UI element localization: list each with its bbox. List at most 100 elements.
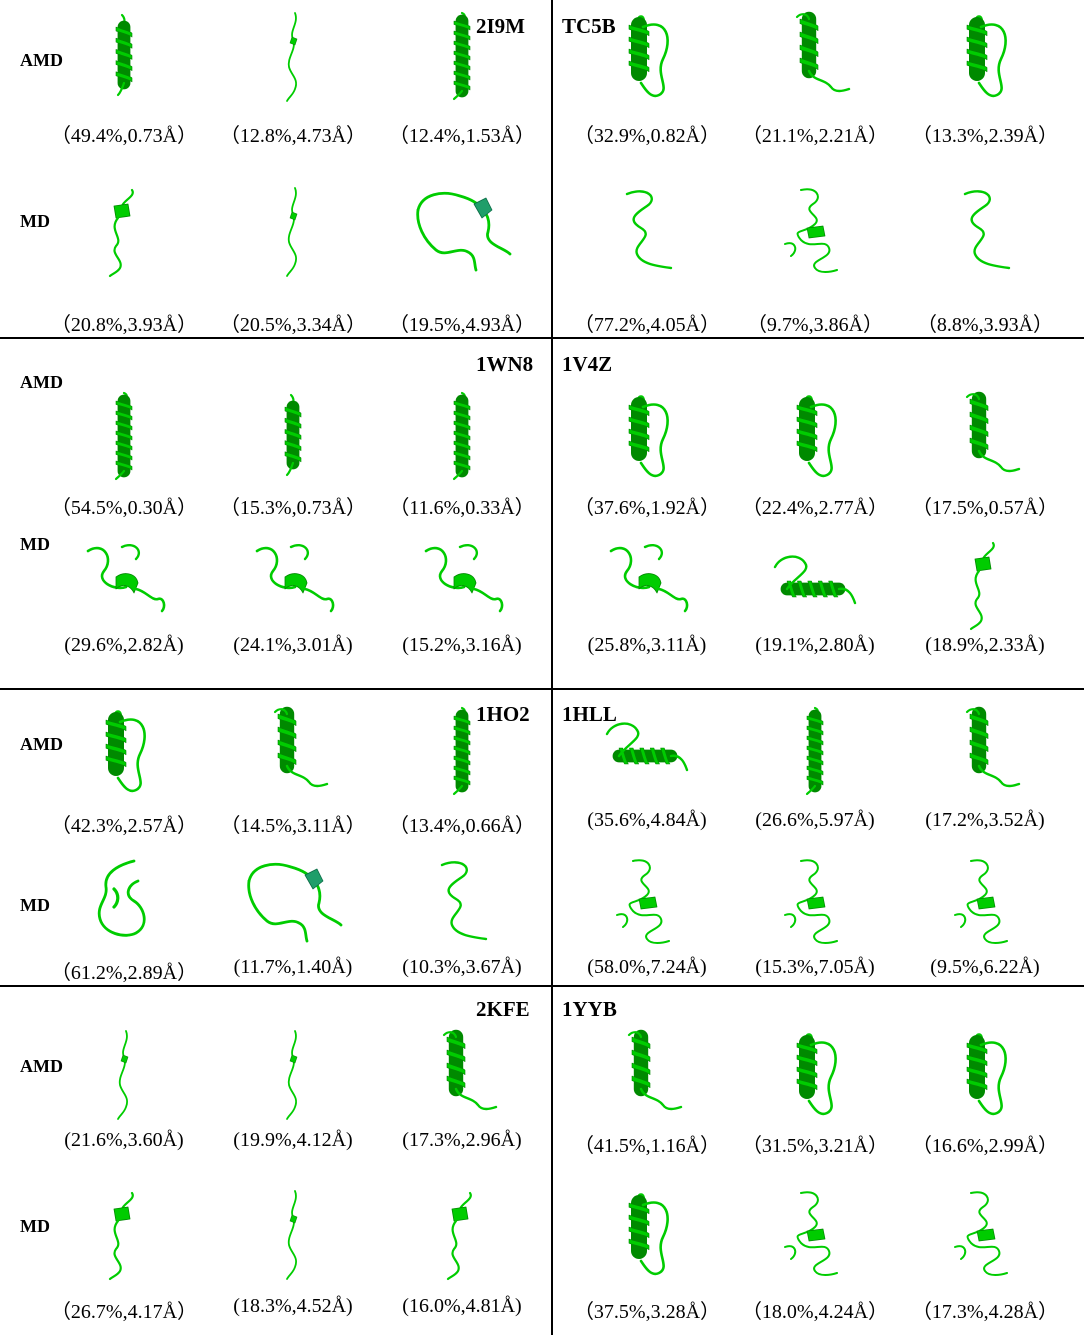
row-label-md: MD — [20, 895, 50, 915]
cluster-caption: (29.6%,2.82Å) — [64, 634, 184, 656]
cluster-caption: （20.8%,3.93Å） — [50, 314, 198, 336]
structure-coil — [440, 861, 488, 941]
panel-separator — [0, 337, 1084, 339]
structure-helix-tail — [965, 706, 1021, 788]
cluster-caption: （41.5%,1.16Å） — [573, 1135, 721, 1157]
row-label-md: MD — [20, 534, 50, 554]
structure-helix-long — [452, 391, 471, 481]
structure-coil-tangle — [784, 188, 838, 273]
structure-helix-coil — [628, 15, 669, 98]
cluster-caption: (9.5%,6.22Å) — [930, 956, 1040, 978]
structure-helix-coil — [966, 1033, 1007, 1116]
cluster-caption: （22.4%,2.77Å） — [741, 497, 889, 519]
cluster-caption: (18.3%,4.52Å) — [233, 1295, 353, 1317]
structure-coil-thin — [117, 1030, 129, 1120]
row-label-amd: AMD — [20, 1056, 63, 1076]
structure-helix — [284, 393, 302, 477]
column-separator — [551, 0, 553, 1335]
cluster-caption: （32.9%,0.82Å） — [573, 125, 721, 147]
panel-separator — [0, 688, 1084, 690]
cluster-caption: (16.0%,4.81Å) — [402, 1295, 522, 1317]
cluster-caption: (26.6%,5.97Å) — [755, 809, 875, 831]
cluster-caption: （13.3%,2.39Å） — [911, 125, 1059, 147]
cluster-caption: （21.1%,2.21Å） — [741, 125, 889, 147]
structure-loop-big — [416, 192, 512, 272]
structure-coil-tangle — [784, 1191, 838, 1276]
row-label-md: MD — [20, 1216, 50, 1236]
structure-loop — [97, 859, 146, 937]
protein-name-2kfe: 2KFE — [476, 997, 530, 1021]
structure-coil-thin — [286, 187, 298, 277]
cluster-caption: （42.3%,2.57Å） — [50, 815, 198, 837]
structure-coil-knot — [108, 1191, 134, 1281]
structure-coil-knot — [969, 541, 995, 631]
row-label-md: MD — [20, 211, 50, 231]
cluster-caption: （17.5%,0.57Å） — [911, 497, 1059, 519]
cluster-caption: （31.5%,3.21Å） — [741, 1135, 889, 1157]
cluster-caption: （13.4%,0.66Å） — [388, 815, 536, 837]
cluster-caption: （18.0%,4.24Å） — [741, 1301, 889, 1323]
cluster-caption: (25.8%,3.11Å) — [587, 634, 707, 656]
row-label-amd: AMD — [20, 734, 63, 754]
cluster-caption: （9.7%,3.86Å） — [746, 314, 884, 336]
cluster-caption: (19.1%,2.80Å) — [755, 634, 875, 656]
protein-name-1yyb: 1YYB — [562, 997, 617, 1021]
cluster-caption: (18.9%,2.33Å) — [925, 634, 1045, 656]
structure-coil-thin — [286, 1030, 298, 1120]
structure-helix-tail — [795, 11, 851, 93]
structure-coil-turn — [255, 544, 335, 613]
cluster-caption: （54.5%,0.30Å） — [50, 497, 198, 519]
cluster-caption: (15.3%,7.05Å) — [755, 956, 875, 978]
cluster-caption: （11.6%,0.33Å） — [389, 497, 535, 519]
structure-helix-coil — [796, 395, 837, 478]
structure-helix-coil — [628, 395, 669, 478]
cluster-caption: (58.0%,7.24Å) — [587, 956, 707, 978]
structure-helix-flat — [605, 722, 689, 772]
structure-coil-turn — [86, 544, 166, 613]
cluster-caption: （26.7%,4.17Å） — [50, 1301, 198, 1323]
cluster-caption: （37.6%,1.92Å） — [573, 497, 721, 519]
structure-coil-tangle — [954, 859, 1008, 944]
structure-helix-tail — [273, 706, 329, 788]
cluster-caption: （8.8%,3.93Å） — [916, 314, 1054, 336]
row-label-amd: AMD — [20, 50, 63, 70]
cluster-caption: （14.5%,3.11Å） — [220, 815, 366, 837]
structure-loop-big — [247, 863, 343, 943]
protein-name-1wn8: 1WN8 — [476, 352, 534, 376]
protein-name-1ho2: 1HO2 — [476, 702, 530, 726]
cluster-caption: (35.6%,4.84Å) — [587, 809, 707, 831]
cluster-caption: （77.2%,4.05Å） — [573, 314, 721, 336]
protein-name-tc5b: TC5B — [562, 14, 616, 38]
structure-coil-thin — [286, 1190, 298, 1280]
structure-coil-turn — [609, 544, 689, 613]
structure-helix-tail — [442, 1029, 498, 1111]
structure-helix-long — [452, 706, 471, 796]
protein-name-1hll: 1HLL — [562, 702, 617, 726]
structure-coil-knot — [446, 1191, 472, 1281]
cluster-caption: （49.4%,0.73Å） — [50, 125, 198, 147]
cluster-caption: (11.7%,1.40Å) — [233, 956, 353, 978]
structure-helix-coil — [628, 1193, 669, 1276]
cluster-caption: （16.6%,2.99Å） — [911, 1135, 1059, 1157]
structure-helix-coil — [966, 15, 1007, 98]
structure-helix-long — [114, 391, 133, 481]
row-label-amd: AMD — [20, 372, 63, 392]
panel-separator — [0, 985, 1084, 987]
cluster-caption: （37.5%,3.28Å） — [573, 1301, 721, 1323]
cluster-caption: （12.4%,1.53Å） — [388, 125, 536, 147]
structure-coil-tangle — [616, 859, 670, 944]
structure-coil-thin — [286, 12, 298, 102]
cluster-caption: (21.6%,3.60Å) — [64, 1129, 184, 1151]
structure-coil-knot — [108, 188, 134, 278]
cluster-caption: (17.2%,3.52Å) — [925, 809, 1045, 831]
structure-coil-tangle — [954, 1191, 1008, 1276]
cluster-caption: （17.3%,4.28Å） — [911, 1301, 1059, 1323]
cluster-caption: (19.9%,4.12Å) — [233, 1129, 353, 1151]
structure-helix-long — [452, 11, 471, 101]
structure-helix-long — [805, 706, 824, 796]
structure-helix-flat — [773, 555, 857, 605]
structure-helix-tail — [627, 1029, 683, 1111]
protein-name-2i9m: 2I9M — [476, 14, 525, 38]
structure-coil — [625, 190, 673, 270]
